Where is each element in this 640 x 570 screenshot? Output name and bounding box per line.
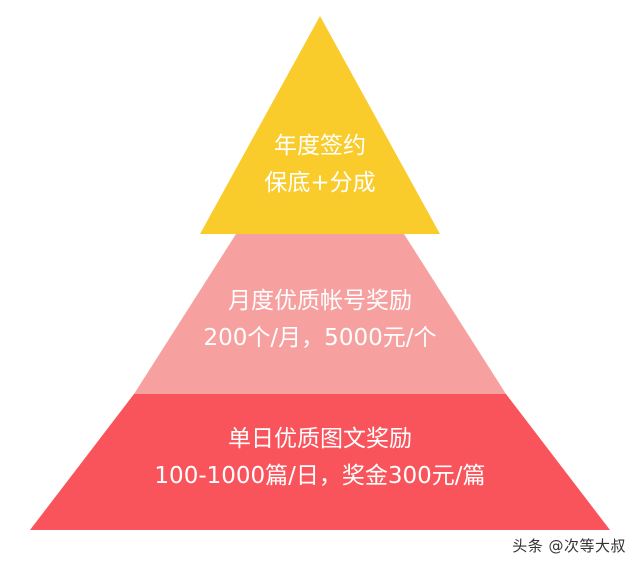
tier-middle-line1: 月度优质帐号奖励 (228, 288, 412, 314)
tier-bottom-line2: 100-1000篇/日，奖金300元/篇 (154, 463, 485, 489)
pyramid-tier-bottom (30, 394, 610, 530)
pyramid-tier-middle (134, 234, 506, 394)
tier-middle-line2: 200个/月，5000元/个 (204, 325, 437, 351)
tier-top-line2: 保底+分成 (264, 170, 375, 196)
pyramid-tier-top (200, 16, 440, 234)
tier-bottom-line1: 单日优质图文奖励 (228, 426, 412, 452)
watermark-text: 头条 @次等大叔 (512, 537, 626, 555)
tier-top-line1: 年度签约 (274, 133, 366, 159)
